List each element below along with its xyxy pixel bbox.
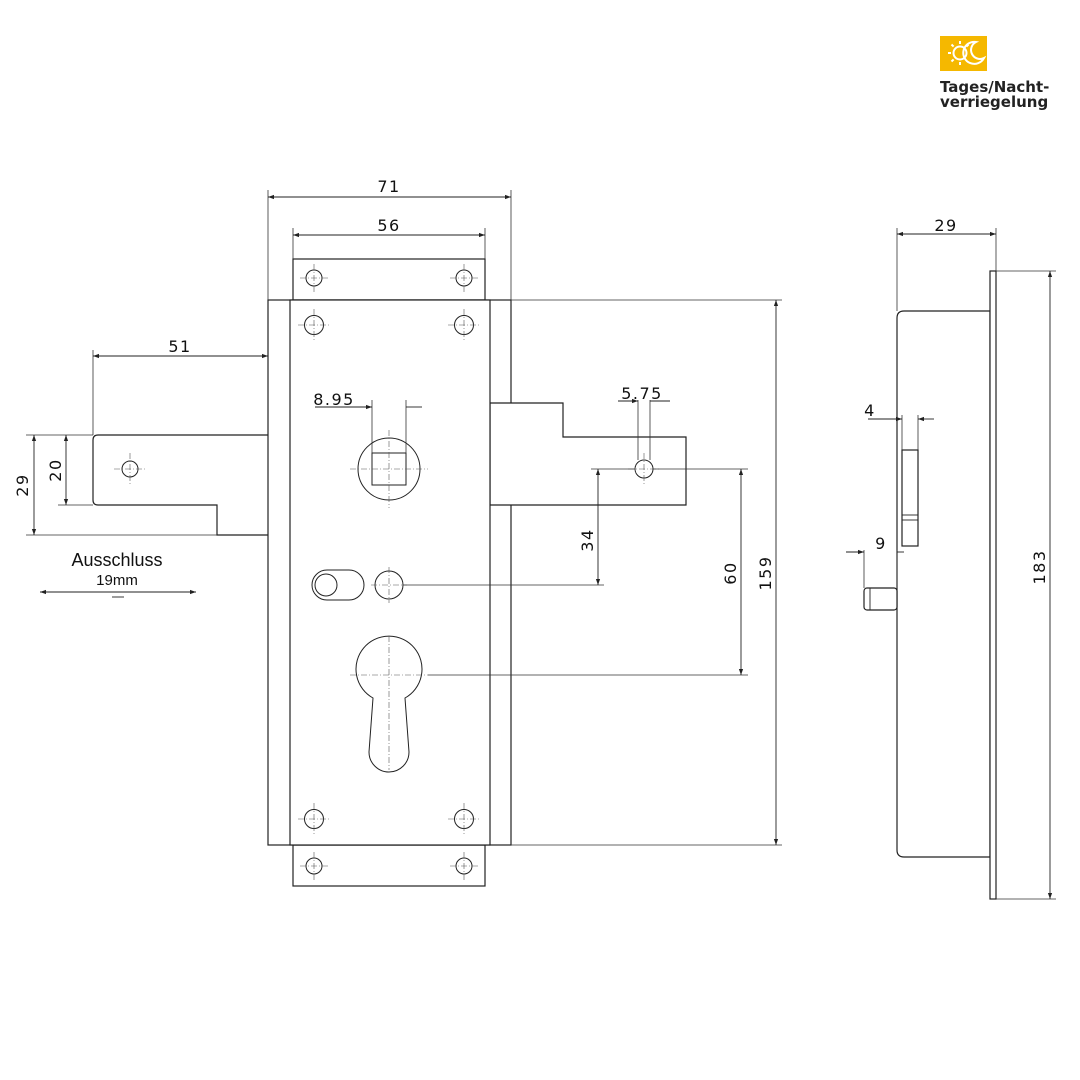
dim-latch-pin: 5.75 — [621, 384, 663, 403]
dim-spindle-to-pin: 34 — [578, 528, 597, 551]
throw-value: 19mm — [96, 572, 138, 589]
day-night-slot-pin — [314, 573, 338, 597]
moon-icon — [962, 40, 987, 65]
latch-bolt — [489, 402, 687, 506]
dim-faceplate-height: 183 — [1030, 549, 1049, 584]
dim-bolt-height-outer: 29 — [13, 473, 32, 496]
dim-width-inner: 56 — [377, 216, 400, 235]
front-view: 71 56 51 29 20 8.95 5.75 34 60 159 Aussc… — [13, 177, 782, 887]
throw-label: Ausschluss — [71, 550, 162, 570]
deadbolt — [92, 434, 291, 536]
sun-icon — [948, 41, 970, 65]
badge-label-line1: Tages/Nacht- — [940, 78, 1049, 96]
dim-spindle-to-cylinder: 60 — [721, 561, 740, 584]
dim-backset-bolt: 51 — [168, 337, 191, 356]
side-cover-strip — [901, 449, 919, 547]
side-view: 29 4 9 183 — [846, 216, 1056, 900]
dim-depth: 29 — [934, 216, 957, 235]
dim-width-total: 71 — [377, 177, 400, 196]
bottom-mounting-tab — [292, 844, 486, 887]
dim-case-height: 159 — [756, 555, 775, 590]
badge-label-line2: verriegelung — [940, 93, 1048, 111]
dim-square-spindle: 8.95 — [313, 390, 355, 409]
side-faceplate — [989, 270, 997, 900]
side-pin — [863, 587, 898, 611]
dim-faceplate: 4 — [864, 401, 876, 420]
screw-holes — [298, 264, 480, 880]
side-case — [896, 310, 991, 858]
top-mounting-tab — [292, 258, 486, 301]
day-night-lock-badge: Tages/Nacht- verriegelung — [940, 36, 1049, 111]
dim-pin: 9 — [875, 534, 887, 553]
dim-bolt-height-inner: 20 — [46, 458, 65, 481]
